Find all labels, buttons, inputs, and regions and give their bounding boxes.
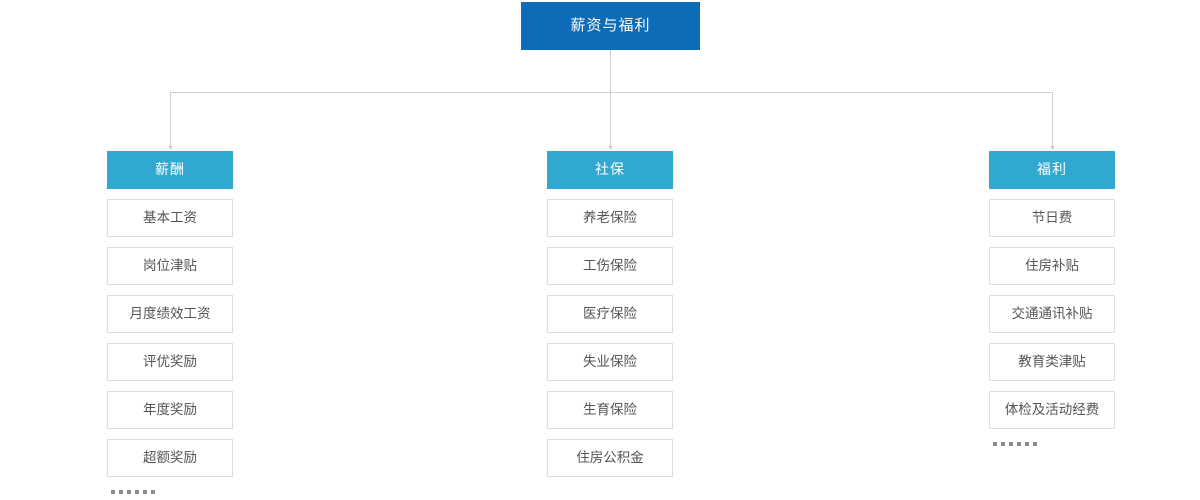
leaf-node[interactable]: 交通通讯补贴 (989, 295, 1115, 333)
branch-header-2[interactable]: 社保 (547, 151, 673, 189)
ellipsis-dot (111, 490, 115, 494)
branch-column-1: 薪酬 基本工资 岗位津贴 月度绩效工资 评优奖励 年度奖励 超额奖励 (107, 151, 233, 499)
branch-header-1[interactable]: 薪酬 (107, 151, 233, 189)
leaf-node[interactable]: 岗位津贴 (107, 247, 233, 285)
leaf-node[interactable]: 体检及活动经费 (989, 391, 1115, 429)
leaf-node[interactable]: 超额奖励 (107, 439, 233, 477)
leaf-node[interactable]: 生育保险 (547, 391, 673, 429)
ellipsis-dot (1001, 442, 1005, 446)
root-node[interactable]: 薪资与福利 (521, 2, 700, 50)
ellipsis-indicator (989, 437, 1115, 451)
ellipsis-dot (1033, 442, 1037, 446)
ellipsis-dot (993, 442, 997, 446)
ellipsis-dot (143, 490, 147, 494)
leaf-node[interactable]: 评优奖励 (107, 343, 233, 381)
ellipsis-dot (151, 490, 155, 494)
leaf-node[interactable]: 医疗保险 (547, 295, 673, 333)
leaf-node[interactable]: 节日费 (989, 199, 1115, 237)
ellipsis-dot (127, 490, 131, 494)
leaf-node[interactable]: 年度奖励 (107, 391, 233, 429)
ellipsis-indicator (107, 485, 233, 499)
leaf-node[interactable]: 失业保险 (547, 343, 673, 381)
leaf-node[interactable]: 月度绩效工资 (107, 295, 233, 333)
branch-header-3[interactable]: 福利 (989, 151, 1115, 189)
ellipsis-dot (1025, 442, 1029, 446)
ellipsis-dot (1009, 442, 1013, 446)
leaf-node[interactable]: 住房公积金 (547, 439, 673, 477)
ellipsis-dot (1017, 442, 1021, 446)
leaf-node[interactable]: 工伤保险 (547, 247, 673, 285)
ellipsis-dot (119, 490, 123, 494)
leaf-node[interactable]: 养老保险 (547, 199, 673, 237)
leaf-node[interactable]: 教育类津贴 (989, 343, 1115, 381)
branch-column-2: 社保 养老保险 工伤保险 医疗保险 失业保险 生育保险 住房公积金 (547, 151, 673, 487)
branch-column-3: 福利 节日费 住房补贴 交通通讯补贴 教育类津贴 体检及活动经费 (989, 151, 1115, 451)
leaf-node[interactable]: 基本工资 (107, 199, 233, 237)
leaf-node[interactable]: 住房补贴 (989, 247, 1115, 285)
ellipsis-dot (135, 490, 139, 494)
